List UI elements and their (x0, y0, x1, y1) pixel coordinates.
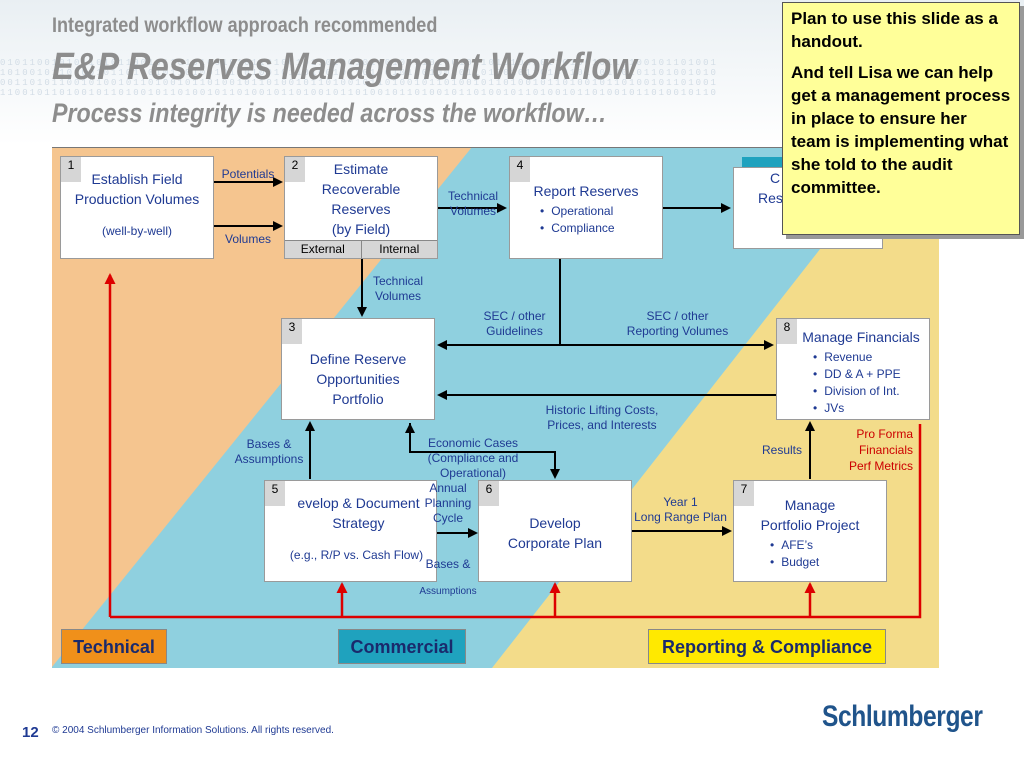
step-number: 6 (479, 481, 499, 506)
box-subtitle: (e.g., R/P vs. Cash Flow) (289, 548, 424, 562)
bullet-item: Budget (770, 554, 886, 571)
hidden-box-line1: C (770, 170, 781, 186)
step-number: 7 (734, 481, 754, 506)
process-box-corporate-plan[interactable]: 6 Develop Corporate Plan (478, 480, 632, 582)
bullet-item: DD & A + PPE (813, 366, 929, 383)
label-bases-assumptions-small: Bases & Assumptions (415, 543, 481, 613)
box-title: Manage Financials (802, 329, 920, 345)
label-pro-forma: Pro Forma Financials Perf Metrics (848, 427, 913, 473)
workflow-diagram: C Res 1 Establish Field Production Volum… (52, 147, 939, 668)
box-bullets: Operational Compliance (510, 203, 662, 237)
label-technical-volumes-2-4: Technical Volumes (447, 189, 499, 218)
tab-external[interactable]: External (285, 241, 362, 258)
label-potentials: Potentials (221, 167, 275, 181)
label-bases-line: Bases & (425, 557, 471, 571)
label-annual-planning-cycle: Annual Planning Cycle (424, 481, 472, 525)
note-line-lisa: And tell Lisa we can help get a manageme… (791, 63, 1011, 197)
box-title: Estimate Recoverable Reserves (by Field) (321, 161, 401, 237)
process-box-manage-financials[interactable]: 8 Manage Financials Revenue DD & A + PPE… (776, 318, 930, 420)
technical-zone-bg (52, 147, 472, 667)
box-bullets: AFE’s Budget (734, 537, 886, 571)
step-number: 1 (61, 157, 81, 182)
sticky-note: Plan to use this slide as a handout. And… (782, 2, 1020, 235)
slide-subtitle: Integrated workflow approach recommended (52, 14, 438, 37)
box-title: Report Reserves (533, 183, 639, 199)
box-bullets: Revenue DD & A + PPE Division of Int. JV… (777, 349, 929, 417)
label-historic-costs: Historic Lifting Costs, Prices, and Inte… (545, 403, 659, 432)
label-sec-guidelines: SEC / other Guidelines (483, 309, 546, 338)
label-assumptions-line: Assumptions (419, 586, 477, 597)
step-number: 8 (777, 319, 797, 344)
copyright: © 2004 Schlumberger Information Solution… (52, 725, 334, 736)
reserves-source-tabs: External Internal (285, 240, 437, 258)
note-line-handout: Plan to use this slide as a handout. (791, 9, 998, 51)
process-box-portfolio-project[interactable]: 7 Manage Portfolio Project AFE’s Budget (733, 480, 887, 582)
label-results: Results (761, 443, 802, 457)
label-bases-assumptions: Bases & Assumptions (234, 437, 304, 466)
binary-watermark: 0101100101011010110010110101001010110100… (0, 58, 718, 98)
bullet-item: Compliance (540, 220, 662, 237)
box-title: Manage Portfolio Project (760, 497, 860, 533)
slide-title: E&P Reserves Management Workflow (52, 46, 637, 88)
red-feedback-bus (110, 424, 922, 619)
process-box-report-reserves[interactable]: 4 Report Reserves Operational Compliance (509, 156, 663, 259)
label-year1-long-range-plan: Year 1 Long Range Plan (634, 495, 727, 524)
step-number: 5 (265, 481, 285, 506)
box-title: evelop & Document Strategy (297, 495, 420, 531)
bullet-item: Revenue (813, 349, 929, 366)
bullet-item: Operational (540, 203, 662, 220)
slide-tagline: Process integrity is needed across the w… (52, 98, 607, 128)
step-number: 3 (282, 319, 302, 344)
process-box-document-strategy[interactable]: 5 evelop & Document Strategy (e.g., R/P … (264, 480, 437, 582)
box-subtitle: (well-by-well) (101, 224, 172, 238)
process-box-establish-field[interactable]: 1 Establish Field Production Volumes (we… (60, 156, 214, 259)
bullet-item: JVs (813, 400, 929, 417)
bullet-item: Division of Int. (813, 383, 929, 400)
process-box-define-reserve[interactable]: 3 Define Reserve Opportunities Portfolio (281, 318, 435, 420)
zone-label-technical: Technical (61, 629, 167, 664)
schlumberger-logo: Schlumberger (822, 700, 983, 733)
zone-label-reporting: Reporting & Compliance (648, 629, 886, 664)
label-volumes: Volumes (224, 232, 272, 246)
box-title: Establish Field Production Volumes (74, 171, 200, 207)
label-sec-reporting: SEC / other Reporting Volumes (626, 309, 729, 338)
tab-internal[interactable]: Internal (379, 242, 420, 256)
hidden-box-line2: Res (758, 190, 783, 206)
zone-label-commercial: Commercial (338, 629, 466, 664)
box-title: Develop Corporate Plan (507, 515, 603, 551)
step-number: 4 (510, 157, 530, 182)
bullet-item: AFE’s (770, 537, 886, 554)
label-economic-cases: Economic Cases (Compliance and Operation… (427, 436, 519, 480)
page-number: 12 (22, 724, 39, 741)
box-title: Define Reserve Opportunities Portfolio (309, 351, 407, 407)
process-box-estimate-reserves[interactable]: 2 Estimate Recoverable Reserves (by Fiel… (284, 156, 438, 259)
label-technical-volumes-2-3: Technical Volumes (372, 274, 424, 303)
step-number: 2 (285, 157, 305, 182)
